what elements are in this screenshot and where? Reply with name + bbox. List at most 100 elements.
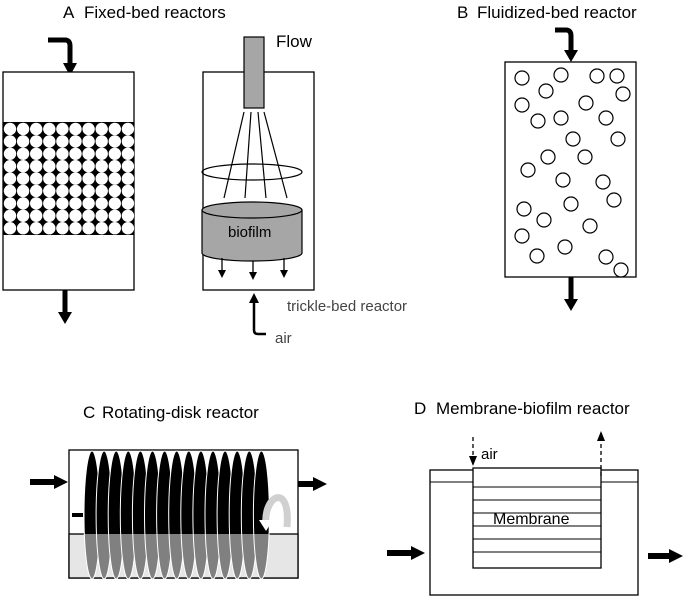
panel-d-title: Membrane-biofilm reactor: [436, 399, 630, 418]
packing-bead: [69, 160, 82, 173]
packing-bead: [3, 184, 17, 198]
rotating-disk-submerged: [144, 534, 161, 580]
fluidized-particle: [598, 249, 614, 265]
packing-bead: [82, 184, 95, 198]
packing-bead: [95, 197, 108, 210]
packing-bead: [43, 160, 56, 173]
packed-bed: [3, 122, 135, 235]
packing-bead: [69, 209, 82, 222]
packing-bead: [82, 160, 95, 173]
packing-bead: [30, 147, 43, 160]
fluidized-particle: [582, 218, 598, 234]
fluidized-particle: [516, 201, 532, 217]
packing-bead: [16, 172, 30, 185]
flow-nozzle: [243, 36, 265, 109]
fluidized-particle: [613, 262, 629, 278]
fluidized-particle: [595, 174, 611, 190]
packing-bead: [108, 172, 122, 185]
fluidized-particle: [530, 113, 546, 129]
fluidized-particle: [589, 68, 605, 84]
fluidized-particle: [529, 248, 545, 264]
spray-line: [244, 111, 252, 199]
air-in-arrow-icon: [469, 456, 477, 466]
packing-bead: [43, 135, 56, 148]
spray-line: [223, 111, 245, 199]
outlet-arrow-icon: [58, 312, 72, 324]
outlet-arrow-icon: [564, 299, 578, 311]
packing-bead: [56, 160, 69, 173]
packing-bead: [108, 197, 122, 210]
membrane-frame: [472, 467, 602, 569]
fluidized-particle: [514, 70, 530, 86]
packing-bead: [3, 172, 17, 185]
packing-bead: [30, 184, 43, 198]
packing-bead: [69, 122, 82, 136]
packing-bead: [69, 147, 82, 160]
packing-bead: [16, 209, 30, 222]
packing-bead: [69, 135, 82, 148]
packing-bead: [30, 160, 43, 173]
packing-bead: [30, 222, 43, 235]
packing-bead: [43, 209, 56, 222]
rotating-disk-submerged: [204, 534, 222, 580]
packing-bead: [16, 135, 30, 148]
packing-bead: [95, 122, 108, 136]
packing-bead: [16, 147, 30, 160]
fluidized-particle: [514, 228, 530, 244]
biofilm-top: [201, 201, 303, 219]
packing-bead: [30, 172, 43, 185]
packing-bead: [3, 160, 17, 173]
packing-bead: [69, 172, 82, 185]
rotating-disk-submerged: [229, 534, 246, 580]
trickle-bed-reactor: Flow biofilm trickle-bed reactor air: [201, 32, 407, 347]
air-inlet-arrow-icon: [252, 302, 266, 336]
membrane-label: Membrane: [493, 511, 570, 528]
panel-c-letter: C: [83, 403, 95, 422]
panel-c-title: Rotating-disk reactor: [102, 403, 259, 422]
flow-label: Flow: [276, 32, 313, 51]
packing-bead: [56, 222, 69, 235]
panel-b: B Fluidized-bed reactor: [457, 3, 637, 311]
packing-bead: [95, 184, 108, 198]
packing-bead: [82, 209, 95, 222]
packing-bead: [3, 222, 17, 235]
rotating-disk-submerged: [192, 534, 210, 580]
fluidized-particle: [553, 67, 569, 83]
packing-bead: [56, 197, 69, 210]
packing-bead: [16, 160, 30, 173]
rotating-disk-submerged: [216, 534, 234, 580]
panel-d-letter: D: [414, 399, 426, 418]
air-label: air: [275, 330, 292, 347]
packing-bead: [121, 172, 135, 185]
rotating-disk-submerged: [168, 534, 185, 580]
packing-bead: [108, 184, 122, 198]
packing-bead: [30, 209, 43, 222]
packing-bead: [108, 135, 122, 148]
packing-bead: [56, 147, 69, 160]
packing-bead: [43, 122, 56, 136]
fluidized-particle: [538, 83, 554, 99]
rotating-disk-submerged: [253, 534, 270, 580]
rotating-disk-submerged: [108, 534, 125, 580]
packing-bead: [3, 197, 17, 210]
fluidized-particle: [540, 149, 556, 165]
packing-bead: [95, 160, 108, 173]
inlet-arrow-icon: [555, 27, 574, 50]
packing-bead: [121, 222, 135, 235]
membrane-module: [472, 467, 602, 569]
packing-bead: [82, 172, 95, 185]
spray-plane: [201, 163, 303, 181]
rotating-disk-submerged: [132, 534, 149, 580]
packing-bead: [108, 160, 122, 173]
packing-bead: [121, 147, 135, 160]
outlet-arrow-icon: [313, 477, 327, 491]
rotating-disk-submerged: [180, 534, 197, 580]
rotation-arrowhead-icon: [259, 520, 273, 531]
fluidized-particle: [563, 196, 579, 212]
panel-d: D Membrane-biofilm reactor Membrane air: [387, 399, 683, 596]
inlet-arrow-icon: [54, 475, 68, 489]
fluidized-particle: [610, 131, 626, 147]
packing-bead: [16, 184, 30, 198]
packing-bead: [16, 197, 30, 210]
packing-bead: [121, 160, 135, 173]
